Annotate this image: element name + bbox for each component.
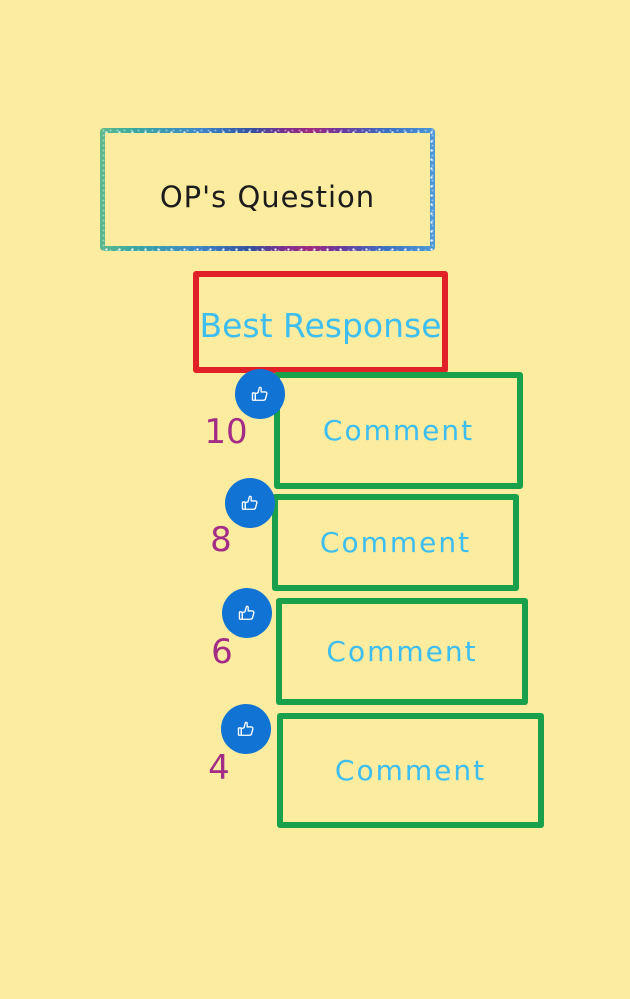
op-question-label: OP's Question <box>159 179 376 214</box>
like-count: 10 <box>204 412 248 452</box>
like-count: 4 <box>208 748 230 788</box>
thumbs-up-icon <box>251 386 268 401</box>
like-badge <box>225 478 275 528</box>
best-response-box: Best Response <box>193 271 448 373</box>
like-badge <box>221 704 271 754</box>
thumbs-up-icon <box>241 495 258 510</box>
op-question-box: OP's Question <box>100 128 435 251</box>
comment-box: Comment <box>276 598 528 705</box>
comment-label: Comment <box>322 414 475 447</box>
op-question-box-inner: OP's Question <box>105 133 430 246</box>
best-response-label: Best Response <box>199 305 442 345</box>
thumbs-up-icon <box>237 721 254 736</box>
comment-box: Comment <box>272 494 519 591</box>
like-badge <box>235 369 285 419</box>
comment-label: Comment <box>326 635 478 668</box>
comment-box: Comment <box>277 713 544 828</box>
thumbs-up-icon <box>238 605 255 620</box>
comment-label: Comment <box>334 754 487 787</box>
comment-label: Comment <box>319 526 472 559</box>
like-count: 8 <box>210 520 232 560</box>
comment-box: Comment <box>274 372 523 489</box>
like-count: 6 <box>211 632 233 672</box>
like-badge <box>222 588 272 638</box>
